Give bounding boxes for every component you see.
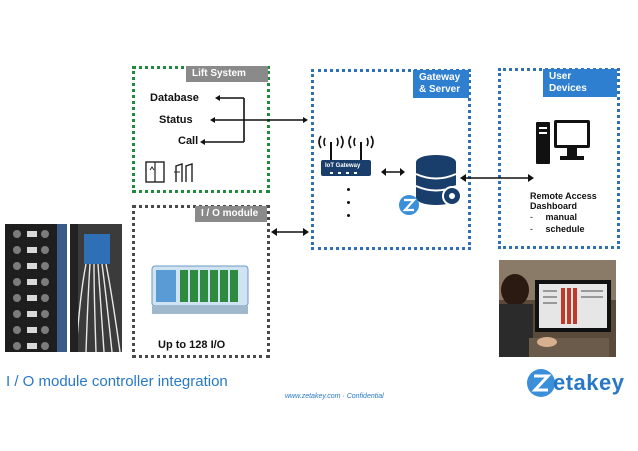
lift-system-label: Lift System xyxy=(186,66,268,82)
gateway-label: Gateway & Server xyxy=(413,70,469,98)
gateway-box xyxy=(311,69,471,250)
dashboard-item-manual: - manual xyxy=(530,212,578,222)
wiring-cabinet-photo xyxy=(70,224,122,352)
page-title: I / O module controller integration xyxy=(6,373,228,390)
iot-gateway-device-label: IoT Gateway xyxy=(325,163,361,169)
dashboard-item-schedule-text: schedule xyxy=(545,224,585,234)
io-module-caption: Up to 128 I/O xyxy=(158,339,226,351)
io-gateway-arrow xyxy=(271,228,309,236)
zetakey-z-icon xyxy=(399,195,419,215)
dashboard-title: Remote Access Dashboard xyxy=(530,191,597,211)
terminal-block-photo xyxy=(5,224,67,352)
footer-link[interactable]: www.zetakey.com · Confidential xyxy=(285,393,384,400)
dashboard-item-manual-text: manual xyxy=(545,212,578,222)
lift-call-label: Call xyxy=(178,135,199,147)
database-server-icon xyxy=(415,155,462,206)
zetakey-logo-icon xyxy=(527,369,555,397)
io-module-label: I / O module xyxy=(195,206,267,222)
dashboard-item-schedule: - schedule xyxy=(530,224,585,234)
router-server-arrow xyxy=(381,168,405,176)
user-devices-label: User Devices xyxy=(543,69,617,97)
io-module-hardware-icon xyxy=(151,265,249,314)
operator-photo xyxy=(499,260,616,357)
lift-status-label: Status xyxy=(159,114,193,126)
more-dots xyxy=(347,188,351,228)
gateway-label-line1: Gateway xyxy=(419,72,461,83)
lift-database-label: Database xyxy=(150,92,199,104)
iot-gateway-icon xyxy=(318,135,374,176)
lift-door-icon xyxy=(145,161,193,183)
server-user-arrow xyxy=(460,174,534,182)
zetakey-logo-text: etakey xyxy=(553,370,625,395)
lift-connection-arrows xyxy=(200,95,308,145)
gateway-label-line2: & Server xyxy=(419,84,461,95)
computer-icon xyxy=(536,120,590,164)
